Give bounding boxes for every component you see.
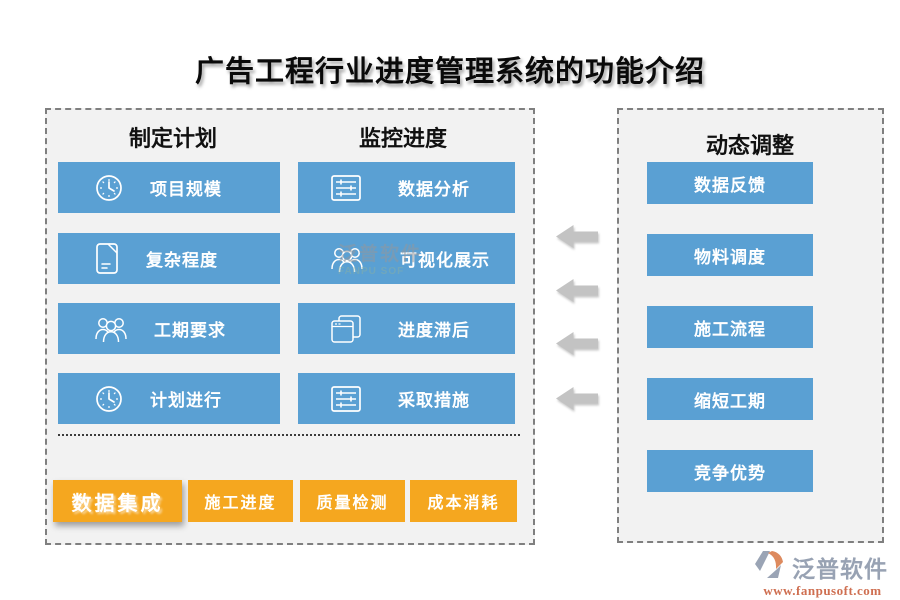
fanpu-logo-text: 泛普软件 xyxy=(792,557,888,582)
button-data-analysis[interactable]: 数据分析 xyxy=(298,162,515,213)
button-label: 进度滞后 xyxy=(398,321,470,340)
column-header-dynamic: 动态调整 xyxy=(705,133,794,158)
button-label: 数据集成 xyxy=(71,492,164,515)
page-title: 广告工程行业进度管理系统的功能介绍 xyxy=(194,56,705,88)
button-data-integration[interactable]: 数据集成 xyxy=(53,480,182,522)
column-header-monitor: 监控进度 xyxy=(358,126,447,151)
windows-icon xyxy=(328,313,364,345)
button-cost-consumption[interactable]: 成本消耗 xyxy=(410,480,517,522)
left-arrow-icon xyxy=(556,224,598,249)
dotted-separator xyxy=(58,434,520,436)
button-label: 复杂程度 xyxy=(146,251,218,270)
button-project-scale[interactable]: 项目规模 xyxy=(58,162,280,213)
fanpu-logo-icon xyxy=(755,549,789,585)
button-quality-inspection[interactable]: 质量检测 xyxy=(300,480,405,522)
button-label: 缩短工期 xyxy=(694,391,766,411)
button-label: 施工进度 xyxy=(204,495,277,512)
button-take-measures[interactable]: 采取措施 xyxy=(298,373,515,424)
button-label: 数据分析 xyxy=(398,180,470,199)
button-label: 竞争优势 xyxy=(694,463,766,483)
clock-icon xyxy=(92,171,126,205)
button-label: 计划进行 xyxy=(150,391,222,410)
button-label: 质量检测 xyxy=(316,495,389,512)
file-icon xyxy=(92,241,122,277)
fanpu-logo: 泛普软件 www.fanpusoft.com xyxy=(755,549,890,599)
button-shorten-schedule[interactable]: 缩短工期 xyxy=(647,378,813,420)
clock-icon xyxy=(92,382,126,416)
button-label: 数据反馈 xyxy=(694,175,766,195)
column-header-plan: 制定计划 xyxy=(128,126,217,151)
button-label: 成本消耗 xyxy=(427,495,500,512)
button-label: 项目规模 xyxy=(150,180,222,199)
button-plan-progress[interactable]: 计划进行 xyxy=(58,373,280,424)
button-label: 工期要求 xyxy=(154,321,226,340)
button-material-dispatch[interactable]: 物料调度 xyxy=(647,234,813,276)
button-label: 可视化展示 xyxy=(400,251,490,270)
button-construction-progress[interactable]: 施工进度 xyxy=(188,480,293,522)
form-icon xyxy=(328,172,364,204)
people-icon xyxy=(328,244,366,274)
button-label: 采取措施 xyxy=(398,391,470,410)
left-arrow-icon xyxy=(556,278,598,303)
button-construction-flow[interactable]: 施工流程 xyxy=(647,306,813,348)
button-label: 物料调度 xyxy=(694,247,766,267)
button-competitive-advantage[interactable]: 竞争优势 xyxy=(647,450,813,492)
button-complexity[interactable]: 复杂程度 xyxy=(58,233,280,284)
button-label: 施工流程 xyxy=(694,319,766,339)
fanpu-logo-url[interactable]: www.fanpusoft.com xyxy=(763,583,882,598)
button-progress-delay[interactable]: 进度滞后 xyxy=(298,303,515,354)
form-icon xyxy=(328,383,364,415)
people-icon xyxy=(92,314,130,344)
button-data-feedback[interactable]: 数据反馈 xyxy=(647,162,813,204)
left-arrow-icon xyxy=(556,386,598,411)
left-arrow-icon xyxy=(556,331,598,356)
button-visualization[interactable]: 可视化展示 xyxy=(298,233,515,284)
button-schedule-requirement[interactable]: 工期要求 xyxy=(58,303,280,354)
